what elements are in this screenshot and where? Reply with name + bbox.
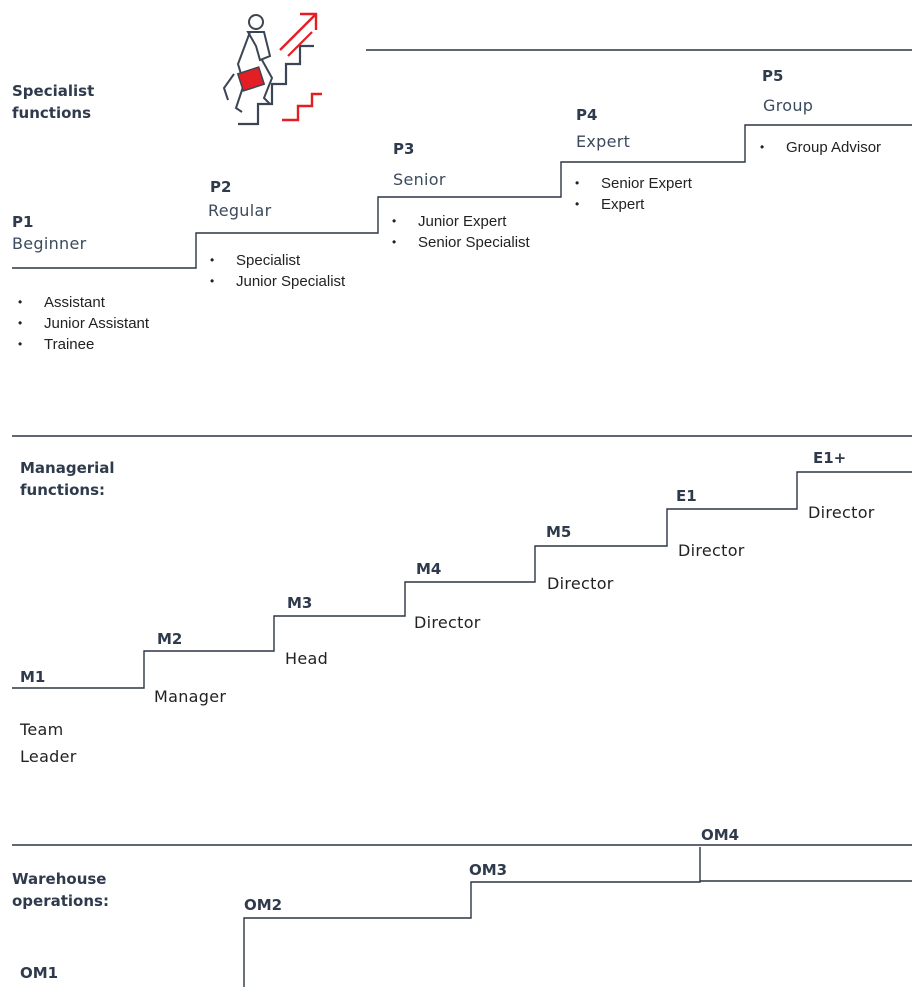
list-item: Trainee bbox=[16, 334, 149, 355]
level-code-p3: P3 bbox=[393, 140, 415, 158]
level-code-p2: P2 bbox=[210, 178, 232, 196]
managerial-staircase bbox=[12, 471, 912, 689]
level-name-e1-plus: Director bbox=[808, 503, 875, 522]
roles-list-p5: Group Advisor bbox=[758, 137, 881, 158]
specialist-section-title: Specialist functions bbox=[12, 82, 95, 122]
level-code-m1: M1 bbox=[20, 668, 46, 686]
list-item: Expert bbox=[573, 194, 692, 215]
level-name-e1: Director bbox=[678, 541, 745, 560]
list-item: Senior Specialist bbox=[390, 232, 530, 253]
roles-list-p4: Senior Expert Expert bbox=[573, 173, 692, 215]
level-code-e1: E1 bbox=[676, 487, 697, 505]
managerial-section-title: Managerial functions: bbox=[20, 459, 115, 499]
warehouse-section-title: Warehouse operations: bbox=[12, 870, 109, 910]
level-code-m4: M4 bbox=[416, 560, 442, 578]
level-code-p4: P4 bbox=[576, 106, 598, 124]
level-name-m1: Team Leader bbox=[20, 720, 77, 766]
specialist-staircase bbox=[12, 124, 912, 269]
level-name-m2: Manager bbox=[154, 687, 227, 706]
level-code-om2: OM2 bbox=[244, 896, 283, 914]
level-name-p1: Beginner bbox=[12, 234, 87, 253]
level-code-m5: M5 bbox=[546, 523, 572, 541]
level-name-p3: Senior bbox=[393, 170, 446, 189]
level-code-p1: P1 bbox=[12, 213, 34, 231]
roles-list-p2: Specialist Junior Specialist bbox=[208, 250, 345, 292]
level-code-m2: M2 bbox=[157, 630, 183, 648]
level-code-p5: P5 bbox=[762, 67, 784, 85]
roles-list-p3: Junior Expert Senior Specialist bbox=[390, 211, 530, 253]
list-item: Junior Assistant bbox=[16, 313, 149, 334]
level-name-m5: Director bbox=[547, 574, 614, 593]
person-climbing-stairs-icon bbox=[222, 12, 322, 126]
level-code-om1: OM1 bbox=[20, 964, 59, 982]
list-item: Specialist bbox=[208, 250, 345, 271]
level-code-m3: M3 bbox=[287, 594, 313, 612]
level-code-e1-plus: E1+ bbox=[813, 449, 847, 467]
level-name-m3: Head bbox=[285, 649, 329, 668]
list-item: Junior Expert bbox=[390, 211, 530, 232]
list-item: Group Advisor bbox=[758, 137, 881, 158]
level-name-p5: Group bbox=[763, 96, 814, 115]
roles-list-p1: Assistant Junior Assistant Trainee bbox=[16, 292, 149, 355]
level-name-m4: Director bbox=[414, 613, 481, 632]
level-code-om3: OM3 bbox=[469, 861, 508, 879]
list-item: Junior Specialist bbox=[208, 271, 345, 292]
warehouse-staircase bbox=[243, 847, 912, 987]
level-name-p4: Expert bbox=[576, 132, 631, 151]
level-code-om4: OM4 bbox=[701, 826, 740, 844]
list-item: Assistant bbox=[16, 292, 149, 313]
list-item: Senior Expert bbox=[573, 173, 692, 194]
level-name-p2: Regular bbox=[208, 201, 272, 220]
